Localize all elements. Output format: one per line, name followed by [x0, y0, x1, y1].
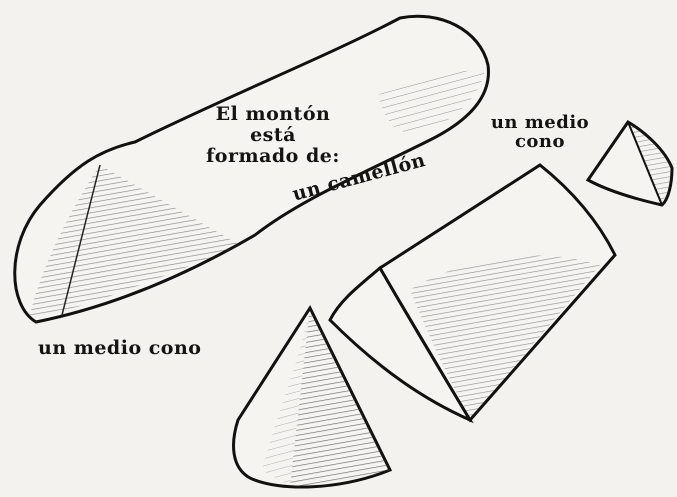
small-half-cone-shape: [585, 119, 674, 207]
bottom-half-cone-shape: [232, 304, 393, 489]
heap-label-line-3: formado de:: [206, 145, 340, 167]
heap-label-line-2: está: [250, 124, 296, 146]
heap-label-line-1: El montón: [215, 103, 331, 125]
heap-label: El montón está formado de:: [178, 104, 368, 167]
heap-shape: [13, 14, 490, 324]
half-cone-bottom-label: un medio cono: [38, 337, 202, 359]
half-cone-top-label-line-1: un medio: [490, 112, 590, 133]
camellon-shape: [328, 163, 617, 424]
half-cone-top-label-line-2: cono: [514, 131, 566, 152]
half-cone-top-label: un medio cono: [470, 113, 610, 151]
